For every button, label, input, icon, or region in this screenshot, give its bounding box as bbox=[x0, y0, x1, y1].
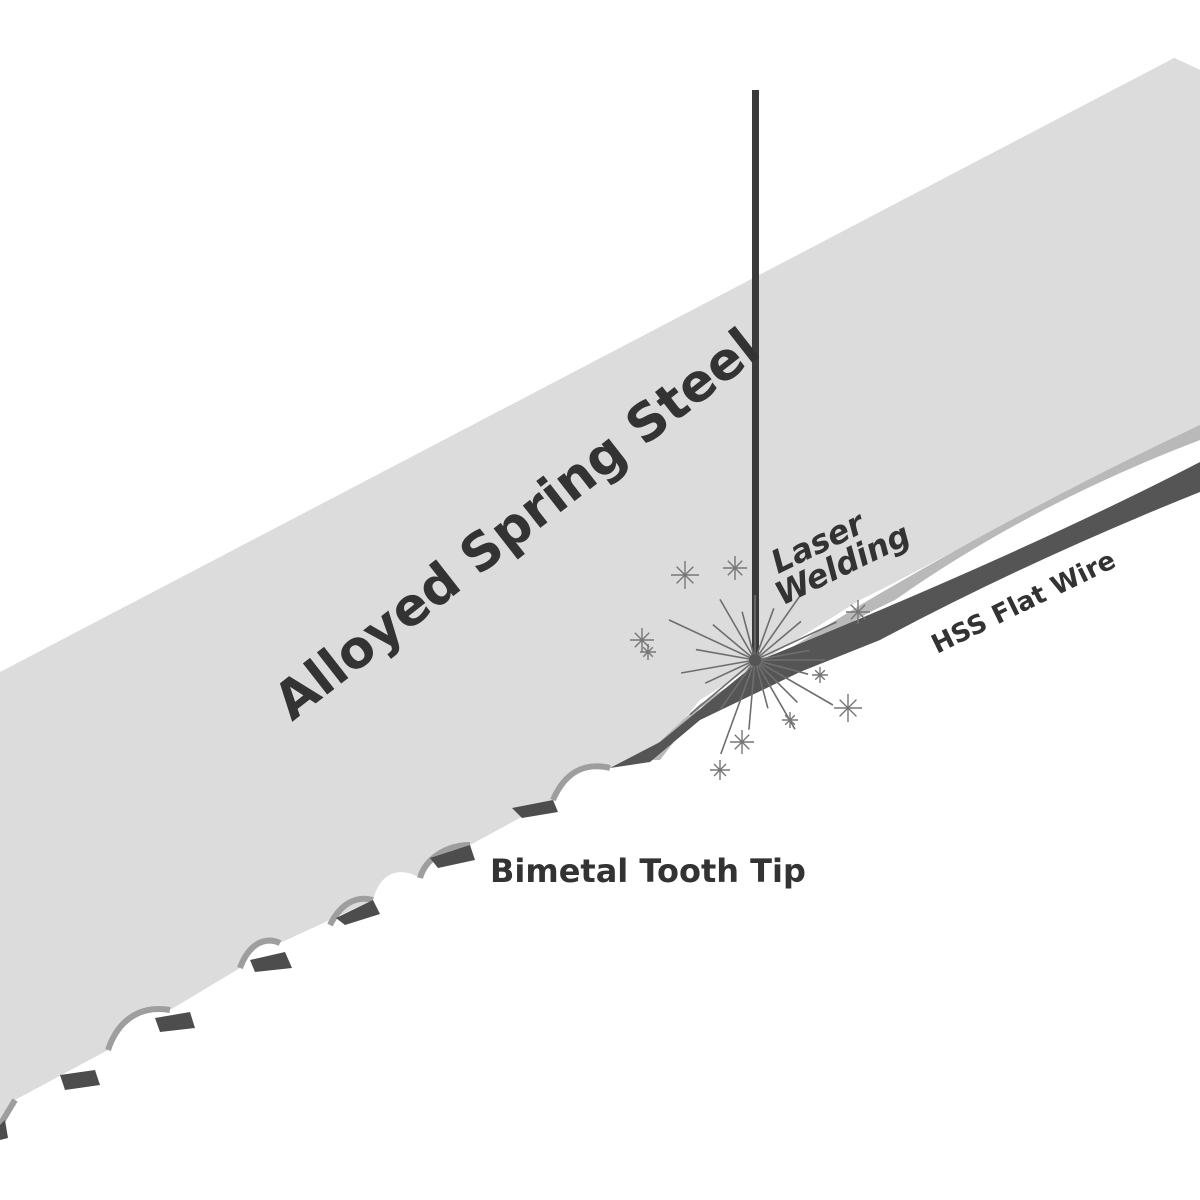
spark-ray bbox=[754, 659, 809, 675]
spark-ray bbox=[748, 659, 756, 730]
tooth-tip bbox=[430, 845, 475, 868]
tooth-tip bbox=[250, 952, 292, 972]
sparkle-star-icon bbox=[640, 644, 656, 660]
sparkle-star-icon bbox=[846, 600, 870, 624]
spark-ray bbox=[680, 659, 756, 674]
sparkle-star-icon bbox=[812, 667, 828, 683]
spark-ray bbox=[754, 659, 769, 709]
sparkle-star-icon bbox=[710, 760, 730, 780]
spark-ray bbox=[668, 619, 756, 661]
spark-ray bbox=[754, 608, 775, 661]
tooth-tip bbox=[0, 1120, 8, 1140]
spark-ray bbox=[754, 621, 837, 661]
spark-ray bbox=[720, 659, 756, 755]
sparkle-star-icon bbox=[723, 556, 747, 580]
hss-flat-wire bbox=[610, 462, 1200, 768]
sparkle-star-icon bbox=[630, 628, 654, 652]
spark-ray bbox=[719, 598, 756, 661]
tooth-tip bbox=[60, 1070, 100, 1090]
spark-ray bbox=[741, 611, 756, 661]
spring-steel-blade bbox=[0, 58, 1200, 1125]
spark-ray bbox=[754, 659, 834, 706]
weld-point bbox=[749, 654, 761, 666]
hss-wire-light-band bbox=[640, 425, 1200, 760]
spark-ray bbox=[754, 594, 802, 661]
spark-ray bbox=[754, 659, 798, 703]
tooth-tip bbox=[336, 900, 380, 925]
spark-ray bbox=[704, 659, 756, 684]
sparkle-star-icon bbox=[671, 561, 699, 589]
spark-ray bbox=[689, 659, 756, 716]
spark-ray bbox=[695, 648, 756, 661]
tooth-tips bbox=[0, 800, 558, 1140]
spark-ray bbox=[754, 649, 810, 661]
sparkle-star-icon bbox=[730, 730, 754, 754]
spark-ray bbox=[712, 623, 756, 661]
tooth-tip bbox=[512, 800, 558, 818]
label-tooth-tip: Bimetal Tooth Tip bbox=[490, 852, 806, 890]
tooth-tip bbox=[155, 1012, 195, 1032]
sparkle-star-icon bbox=[834, 694, 862, 722]
tooth-edge-highlight bbox=[0, 763, 611, 1127]
laser-beam bbox=[752, 90, 759, 660]
spark-ray bbox=[719, 659, 756, 710]
spark-burst bbox=[668, 594, 837, 755]
spark-ray bbox=[754, 620, 802, 661]
sparkles bbox=[630, 556, 870, 780]
sparkle-star-icon bbox=[782, 712, 798, 728]
